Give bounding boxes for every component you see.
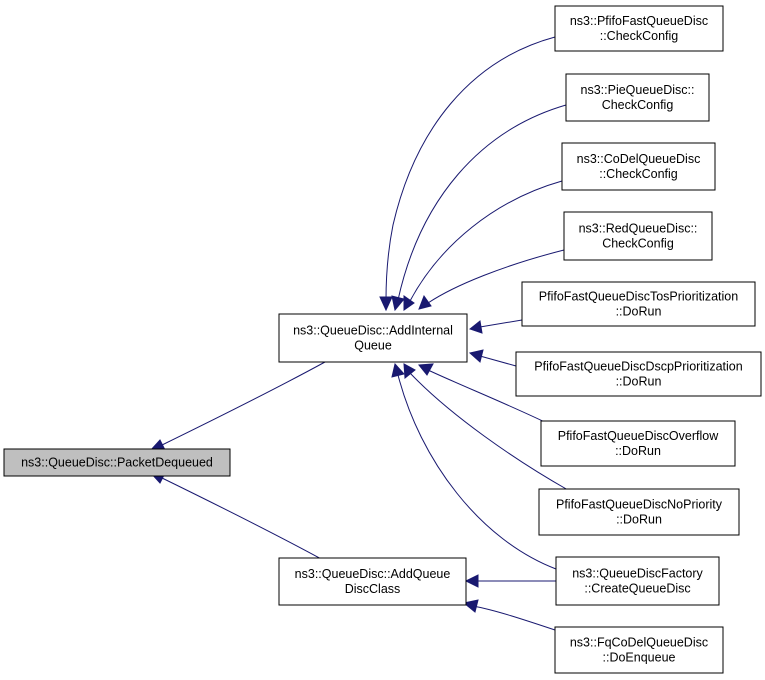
node-fq-codel-do-enqueue[interactable]: ns3::FqCoDelQueueDisc::DoEnqueue — [554, 626, 724, 674]
node-label-line: ::DoRun — [616, 375, 662, 389]
node-box — [278, 557, 467, 606]
node-tos-prioritization-dorun[interactable]: PfifoFastQueueDiscTosPrioritization::DoR… — [521, 281, 756, 327]
node-box — [554, 5, 724, 52]
node-overflow-dorun[interactable]: PfifoFastQueueDiscOverflow::DoRun — [540, 420, 736, 467]
node-label-line: PfifoFastQueueDiscOverflow — [558, 429, 719, 443]
edge-red-check-config-to-add-internal-queue — [418, 249, 565, 310]
node-label-line: ns3::QueueDisc::AddInternal — [293, 324, 453, 338]
node-label-line: ns3::PieQueueDisc:: — [581, 83, 695, 97]
node-codel-check-config[interactable]: ns3::CoDelQueueDisc::CheckConfig — [561, 142, 716, 191]
node-label-line: ns3::RedQueueDisc:: — [579, 222, 698, 236]
node-label-line: DiscClass — [345, 582, 401, 596]
node-label-line: ns3::QueueDiscFactory — [572, 567, 703, 581]
node-layer: ns3::QueueDisc::PacketDequeuedns3::Queue… — [3, 5, 762, 674]
edge-overflow-dorun-to-add-internal-queue — [418, 363, 552, 426]
node-label-line: ::CheckConfig — [599, 167, 678, 181]
node-red-check-config[interactable]: ns3::RedQueueDisc::CheckConfig — [563, 211, 713, 261]
edge-create-queue-disc-to-add-queue-disc-class — [464, 574, 556, 588]
node-label-line: ::CreateQueueDisc — [584, 582, 690, 596]
node-label-line: ns3::PfifoFastQueueDisc — [570, 14, 708, 28]
node-label-line: PfifoFastQueueDiscDscpPrioritization — [534, 360, 742, 374]
node-label-line: PfifoFastQueueDiscNoPriority — [556, 498, 723, 512]
node-label-line: ::DoRun — [616, 513, 662, 527]
node-label-line: ::DoRun — [615, 444, 661, 458]
node-label-line: ns3::QueueDisc::AddQueue — [295, 567, 451, 581]
edge-no-priority-dorun-to-add-internal-queue — [403, 363, 569, 491]
node-box — [555, 556, 720, 606]
node-label-line: PfifoFastQueueDiscTosPrioritization — [539, 290, 738, 304]
edge-add-internal-queue-to-packet-dequeued — [148, 361, 326, 453]
edge-pfifo-check-config-to-add-internal-queue — [379, 36, 556, 312]
node-label-line: ::CheckConfig — [600, 29, 679, 43]
edge-create-queue-disc-to-add-internal-queue — [391, 362, 557, 570]
node-pfifo-check-config[interactable]: ns3::PfifoFastQueueDisc::CheckConfig — [554, 5, 724, 52]
node-box — [565, 73, 710, 122]
node-box — [521, 281, 756, 327]
node-box — [563, 211, 713, 261]
node-dscp-prioritization-dorun[interactable]: PfifoFastQueueDiscDscpPrioritization::Do… — [515, 351, 762, 397]
node-label-line: ::DoRun — [616, 305, 662, 319]
node-label-line: ns3::QueueDisc::PacketDequeued — [21, 456, 213, 470]
edge-fq-codel-do-enqueue-to-add-queue-disc-class — [462, 599, 556, 631]
node-label-line: ns3::CoDelQueueDisc — [577, 152, 701, 166]
node-box — [515, 351, 762, 397]
node-box — [561, 142, 716, 191]
node-label-line: Queue — [354, 339, 392, 353]
edge-tos-dorun-to-add-internal-queue — [468, 319, 523, 334]
node-no-priority-dorun[interactable]: PfifoFastQueueDiscNoPriority::DoRun — [538, 488, 740, 536]
node-box — [540, 420, 736, 467]
node-label-line: CheckConfig — [602, 98, 674, 112]
node-label-line: CheckConfig — [602, 237, 674, 251]
node-packet-dequeued[interactable]: ns3::QueueDisc::PacketDequeued — [3, 448, 231, 477]
node-box — [278, 313, 468, 363]
node-label-line: ns3::FqCoDelQueueDisc — [570, 636, 708, 650]
node-box — [3, 448, 231, 477]
node-pie-check-config[interactable]: ns3::PieQueueDisc::CheckConfig — [565, 73, 710, 122]
edge-dscp-dorun-to-add-internal-queue — [468, 349, 517, 367]
node-box — [554, 626, 724, 674]
node-create-queue-disc[interactable]: ns3::QueueDiscFactory::CreateQueueDisc — [555, 556, 720, 606]
node-label-line: ::DoEnqueue — [603, 651, 676, 665]
edge-layer — [148, 36, 569, 631]
edge-add-queue-disc-class-to-packet-dequeued — [148, 470, 326, 562]
edge-pie-check-config-to-add-internal-queue — [391, 104, 567, 312]
edge-codel-check-config-to-add-internal-queue — [403, 180, 563, 311]
node-box — [538, 488, 740, 536]
